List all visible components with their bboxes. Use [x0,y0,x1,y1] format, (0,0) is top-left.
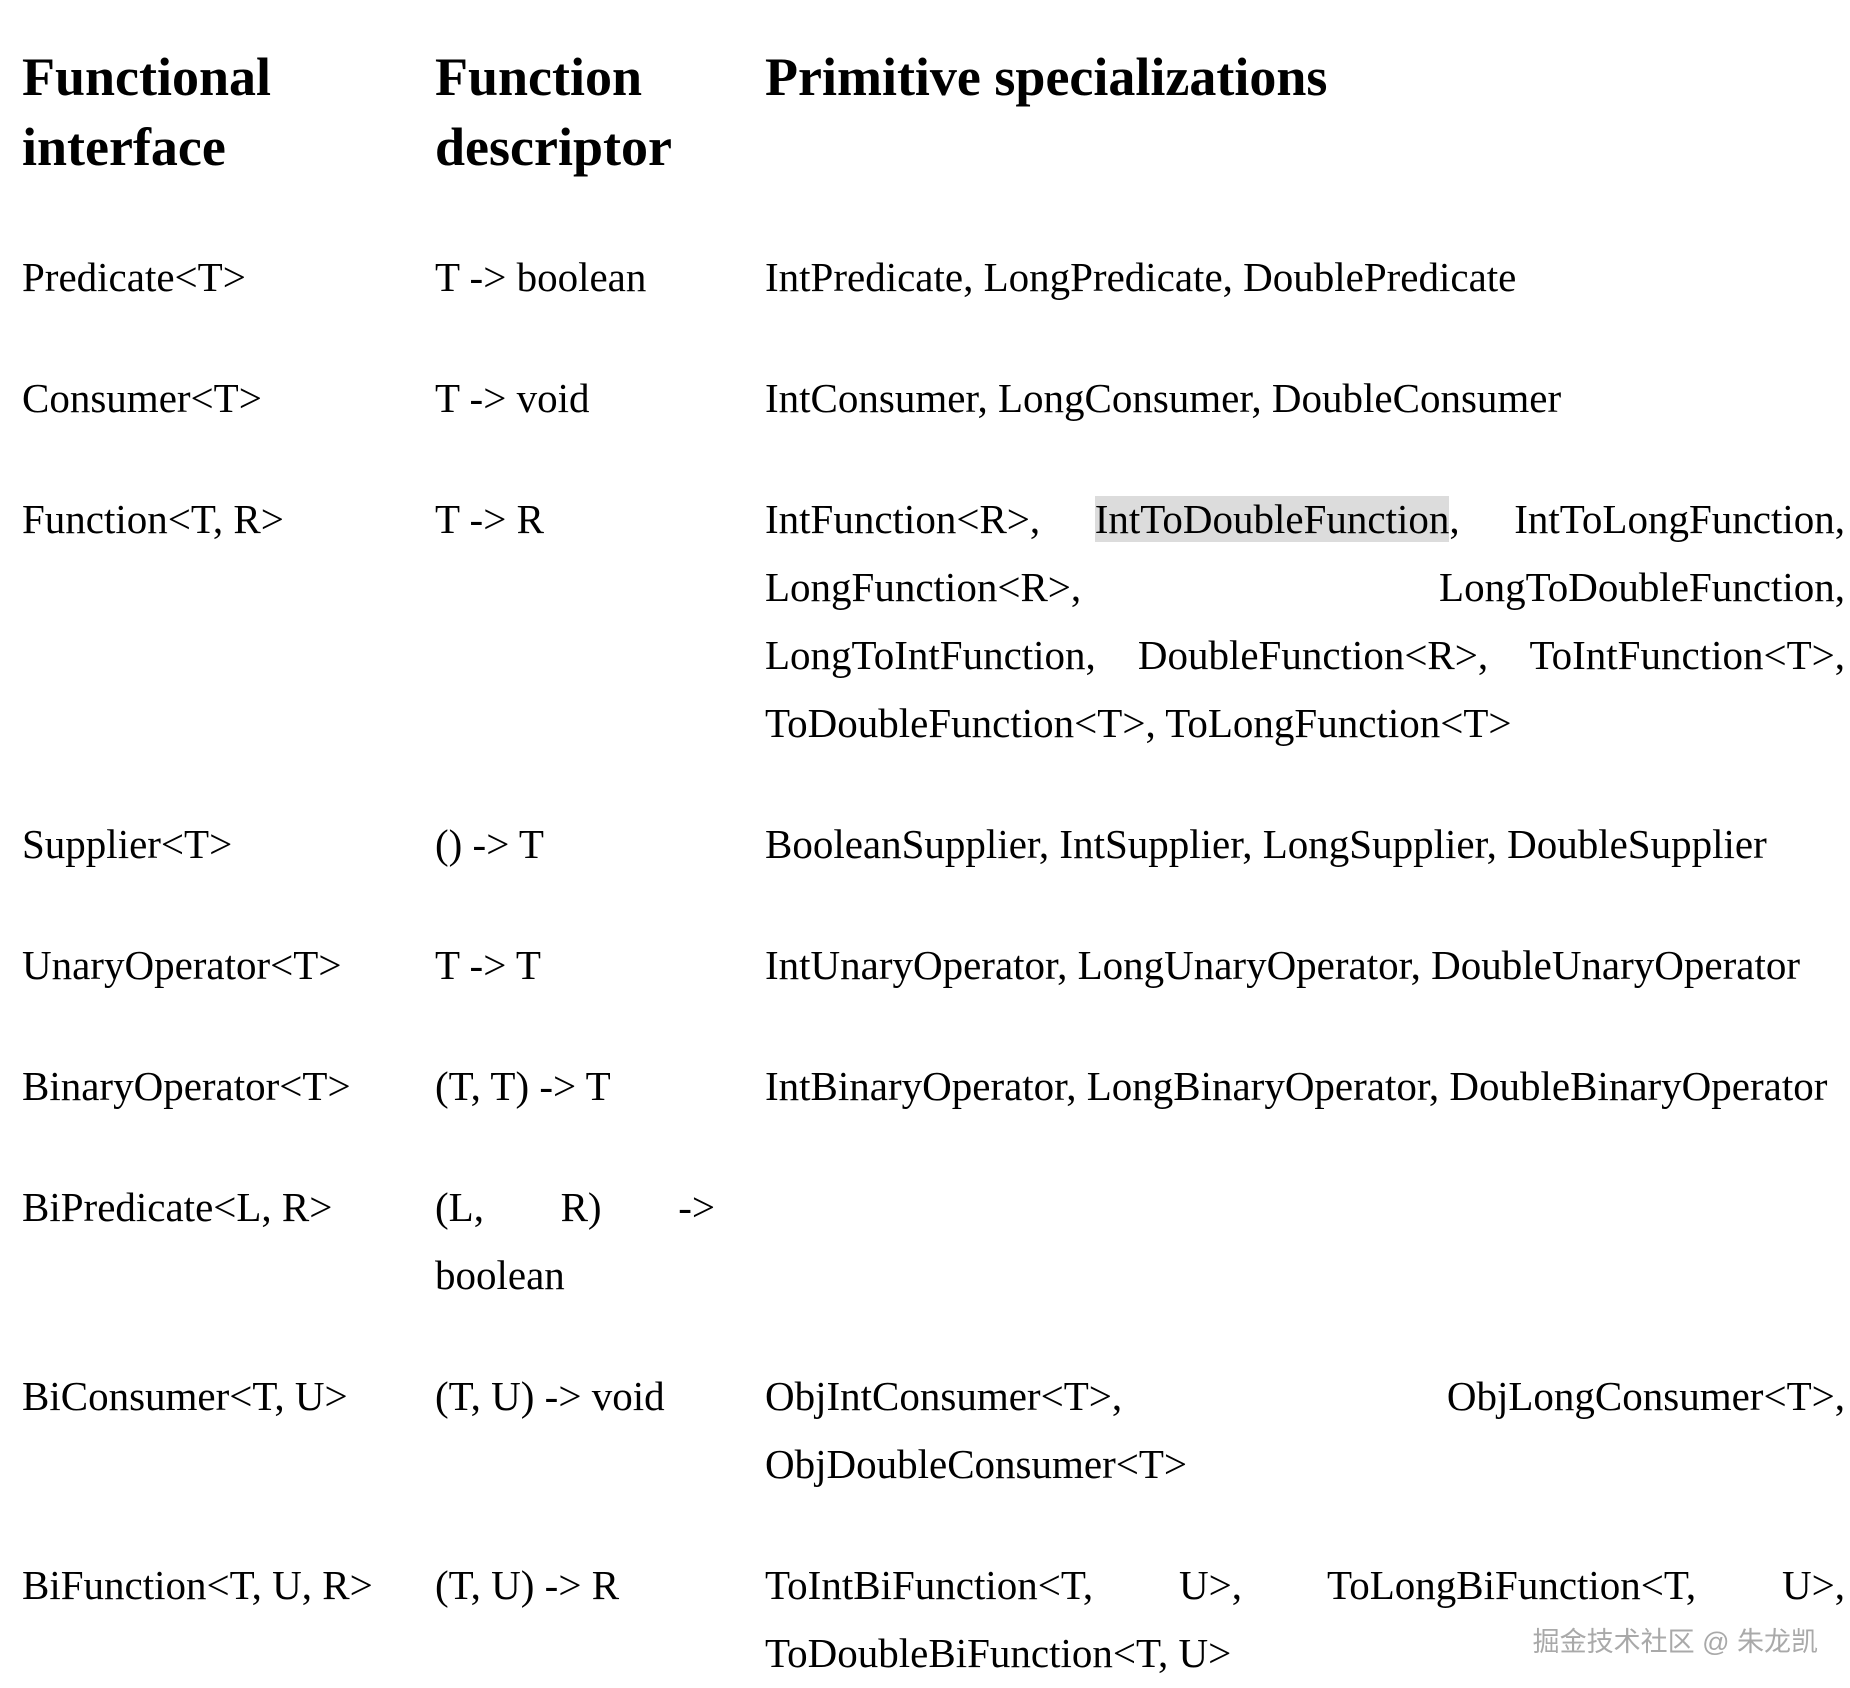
text-segment: LongFunction<R>, LongToDoubleFunction, [765,564,1845,610]
interface-cell: UnaryOperator<T> [22,942,342,988]
highlighted-term: IntToDoubleFunction [1094,496,1450,542]
header-primitive-specializations: Primitive specializations [765,47,1328,107]
header-functional-interface: Functional interface [22,47,272,177]
text-line: ToDoubleBiFunction<T, U> [765,1619,1845,1687]
text-line: LongFunction<R>, LongToDoubleFunction, [765,553,1845,621]
interface-cell: Consumer<T> [22,375,262,421]
table-row: Consumer<T> T -> void IntConsumer, LongC… [22,364,1845,485]
text-segment: BooleanSupplier, IntSupplier, LongSuppli… [765,821,1767,867]
text-line: LongToIntFunction, DoubleFunction<R>, To… [765,621,1845,689]
text-line: () -> T [435,810,715,878]
table-row: BiPredicate<L, R> (L, R) -> boolean [22,1173,1845,1362]
text-segment: T -> T [435,942,541,988]
descriptor-cell: (T, U) -> R [435,1551,765,1687]
text-line: (T, U) -> R [435,1551,715,1619]
text-segment: IntConsumer, LongConsumer, DoubleConsume… [765,375,1562,421]
interface-cell: Predicate<T> [22,254,246,300]
descriptor-cell: () -> T [435,810,765,931]
table-row: Function<T, R> T -> R IntFunction<R>, In… [22,485,1845,810]
text-line: IntPredicate, LongPredicate, DoublePredi… [765,243,1845,311]
text-segment: IntUnaryOperator, LongUnaryOperator, Dou… [765,942,1800,988]
descriptor-cell: (T, U) -> void [435,1362,765,1551]
text-segment: LongToIntFunction, DoubleFunction<R>, To… [765,632,1845,678]
text-line: ToDoubleFunction<T>, ToLongFunction<T> [765,689,1845,757]
text-segment: () -> T [435,821,544,867]
text-segment: , IntToLongFunction, [1449,496,1845,542]
text-line: IntBinaryOperator, LongBinaryOperator, D… [765,1052,1845,1120]
descriptor-cell: T -> R [435,485,765,810]
specializations-cell: IntBinaryOperator, LongBinaryOperator, D… [765,1052,1845,1173]
text-line: T -> void [435,364,715,432]
descriptor-cell: (L, R) -> boolean [435,1173,765,1362]
specializations-cell: IntConsumer, LongConsumer, DoubleConsume… [765,364,1845,485]
specializations-cell: IntFunction<R>, IntToDoubleFunction, Int… [765,485,1845,810]
text-segment: boolean [435,1252,565,1298]
text-line: (T, U) -> void [435,1362,715,1430]
text-line: T -> T [435,931,715,999]
specializations-cell [765,1173,1845,1362]
descriptor-cell: T -> void [435,364,765,485]
text-segment: (T, U) -> R [435,1562,620,1608]
header-function-descriptor: Function descriptor [435,47,672,177]
text-line: T -> R [435,485,715,553]
text-segment: IntPredicate, LongPredicate, DoublePredi… [765,254,1517,300]
text-line: IntUnaryOperator, LongUnaryOperator, Dou… [765,931,1845,999]
text-segment: T -> void [435,375,590,421]
table-row: BiFunction<T, U, R> (T, U) -> R ToIntBiF… [22,1551,1845,1687]
interface-cell: BiFunction<T, U, R> [22,1562,373,1608]
specializations-cell: ObjIntConsumer<T>, ObjLongConsumer<T>, Ob… [765,1362,1845,1551]
table-row: BinaryOperator<T> (T, T) -> T IntBinaryO… [22,1052,1845,1173]
header-row: Functional interface Function descriptor… [22,42,1845,243]
text-line: boolean [435,1241,715,1309]
text-segment: IntBinaryOperator, LongBinaryOperator, D… [765,1063,1828,1109]
text-segment: T -> boolean [435,254,647,300]
specializations-cell: BooleanSupplier, IntSupplier, LongSuppli… [765,810,1845,931]
text-segment: (T, U) -> void [435,1373,665,1419]
text-line: ObjIntConsumer<T>, ObjLongConsumer<T>, [765,1362,1845,1430]
interface-cell: BiConsumer<T, U> [22,1373,348,1419]
specializations-cell: IntPredicate, LongPredicate, DoublePredi… [765,243,1845,364]
text-line: ObjDoubleConsumer<T> [765,1430,1845,1498]
text-segment: (L, R) -> [435,1184,715,1230]
watermark: 掘金技术社区 @ 朱龙凯 [1532,1627,1818,1657]
specializations-cell: ToIntBiFunction<T, U>, ToLongBiFunction<… [765,1551,1845,1687]
text-line: IntConsumer, LongConsumer, DoubleConsume… [765,364,1845,432]
functional-interfaces-table: Functional interface Function descriptor… [22,42,1845,1687]
text-line: T -> boolean [435,243,715,311]
text-segment: T -> R [435,496,544,542]
descriptor-cell: T -> T [435,931,765,1052]
text-line: (T, T) -> T [435,1052,715,1120]
text-segment: (T, T) -> T [435,1063,611,1109]
text-segment: ToDoubleBiFunction<T, U> [765,1630,1232,1676]
interface-cell: Supplier<T> [22,821,233,867]
interface-cell: Function<T, R> [22,496,284,542]
interface-cell: BinaryOperator<T> [22,1063,351,1109]
text-line: IntFunction<R>, IntToDoubleFunction, Int… [765,485,1845,553]
text-line: (L, R) -> [435,1173,715,1241]
text-segment: ToDoubleFunction<T>, ToLongFunction<T> [765,700,1512,746]
table-row: Predicate<T> T -> boolean IntPredicate, … [22,243,1845,364]
text-segment: ObjIntConsumer<T>, ObjLongConsumer<T>, [765,1373,1845,1419]
descriptor-cell: T -> boolean [435,243,765,364]
text-segment: ObjDoubleConsumer<T> [765,1441,1188,1487]
text-segment: ToIntBiFunction<T, U>, ToLongBiFunction<… [765,1562,1845,1608]
table-row: Supplier<T> () -> T BooleanSupplier, Int… [22,810,1845,931]
interface-cell: BiPredicate<L, R> [22,1184,333,1230]
text-segment: IntFunction<R>, [765,496,1095,542]
table-row: BiConsumer<T, U> (T, U) -> void ObjIntCo… [22,1362,1845,1551]
text-line: BooleanSupplier, IntSupplier, LongSuppli… [765,810,1845,878]
table-row: UnaryOperator<T> T -> T IntUnaryOperator… [22,931,1845,1052]
specializations-cell: IntUnaryOperator, LongUnaryOperator, Dou… [765,931,1845,1052]
descriptor-cell: (T, T) -> T [435,1052,765,1173]
table-body: Predicate<T> T -> boolean IntPredicate, … [22,243,1845,1687]
text-line: ToIntBiFunction<T, U>, ToLongBiFunction<… [765,1551,1845,1619]
